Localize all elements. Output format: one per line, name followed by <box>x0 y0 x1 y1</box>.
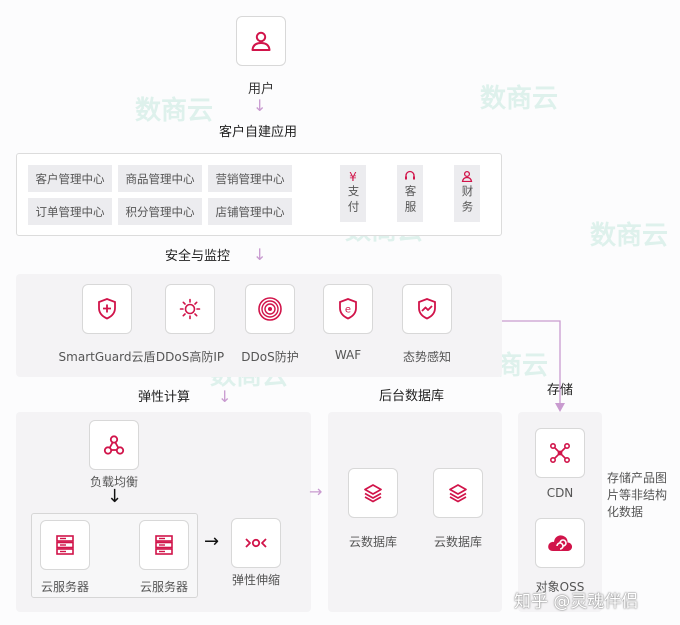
arrow-right-light: → <box>309 482 323 501</box>
cloud-icon <box>548 535 573 551</box>
oss-label: 对象OSS <box>535 580 585 594</box>
database-title: 后台数据库 <box>379 389 445 404</box>
cloud-db-label-1: 云数据库 <box>348 535 397 549</box>
ddos-protection-label: DDoS防护 <box>241 350 299 364</box>
shield-plus-icon <box>98 298 116 320</box>
module-order-center: 订单管理中心 <box>28 198 112 225</box>
smartguard-label: SmartGuard云盾 <box>58 350 156 364</box>
server-icon <box>56 535 74 555</box>
payment-label: 支付 <box>346 185 361 216</box>
svg-text:e: e <box>345 305 351 316</box>
auto-scaling-node <box>231 518 281 568</box>
situation-awareness-node <box>402 284 452 334</box>
server-label-1: 云服务器 <box>40 580 89 594</box>
sun-icon <box>179 298 201 320</box>
waf-node: e <box>323 284 373 334</box>
finance-item: 财务 <box>454 165 480 222</box>
layers-icon <box>364 484 382 503</box>
finance-label: 财务 <box>460 185 475 216</box>
module-marketing-center: 营销管理中心 <box>208 165 292 192</box>
payment-item: ¥ 支付 <box>340 165 366 222</box>
storage-note: 存储产品图片等非结构化数据 <box>607 471 668 519</box>
watermark: 数商云 <box>590 221 669 251</box>
compute-title: 弹性计算 <box>138 390 191 405</box>
arrow-down-black: ↓ <box>107 486 123 507</box>
trend-shield-icon <box>418 298 436 320</box>
watermark: 数商云 <box>480 84 559 114</box>
service-label: 客服 <box>403 185 418 216</box>
credit-text: 知乎 @灵魂伴侣 <box>514 592 639 612</box>
situation-awareness-label: 态势感知 <box>402 350 451 364</box>
yen-icon: ¥ <box>349 170 357 184</box>
person-icon <box>251 31 271 51</box>
cloud-db-node-2 <box>433 468 483 518</box>
server-label-2: 云服务器 <box>139 580 188 594</box>
load-balancer-label: 负载均衡 <box>89 475 138 489</box>
module-customer-center: 客户管理中心 <box>28 165 112 192</box>
load-balancer-node <box>89 420 139 470</box>
server-node-2 <box>139 520 189 570</box>
cdn-node <box>535 428 585 478</box>
module-store-center: 店铺管理中心 <box>208 198 292 225</box>
cdn-label: CDN <box>546 486 574 500</box>
cloud-db-label-2: 云数据库 <box>433 535 482 549</box>
module-product-center: 商品管理中心 <box>118 165 202 192</box>
arrow-down: ↓ <box>253 245 267 264</box>
target-icon <box>258 297 282 321</box>
ddos-highdefense-node <box>165 284 215 334</box>
auto-scaling-label: 弹性伸缩 <box>231 573 280 587</box>
waf-label: WAF <box>334 348 362 362</box>
ddos-protection-node <box>245 284 295 334</box>
watermark: 数商云 <box>135 96 214 126</box>
cdn-icon <box>549 442 570 463</box>
user-label: 用户 <box>247 82 274 97</box>
storage-connector <box>502 320 565 412</box>
ddos-highdefense-label: DDoS高防IP <box>155 350 225 364</box>
arrow-right-black: → <box>204 531 220 552</box>
module-points-center: 积分管理中心 <box>118 198 202 225</box>
oss-node <box>535 518 585 568</box>
server-icon <box>155 535 173 555</box>
person-icon <box>461 170 473 185</box>
server-node-1 <box>40 520 90 570</box>
cloud-db-node-1 <box>348 468 398 518</box>
security-title: 安全与监控 <box>165 249 231 264</box>
arrow-down: ↓ <box>253 96 267 115</box>
smartguard-node <box>82 284 132 334</box>
storage-title: 存储 <box>547 383 574 398</box>
scaling-icon <box>245 538 267 548</box>
service-item: 客服 <box>397 165 423 222</box>
user-node <box>236 16 286 66</box>
waf-shield-icon: e <box>339 298 357 320</box>
load-balancer-icon <box>103 435 125 455</box>
arrow-down: ↓ <box>218 387 232 406</box>
customer-app-title: 客户自建应用 <box>219 125 298 140</box>
layers-icon <box>449 484 467 503</box>
headset-icon <box>404 170 416 185</box>
